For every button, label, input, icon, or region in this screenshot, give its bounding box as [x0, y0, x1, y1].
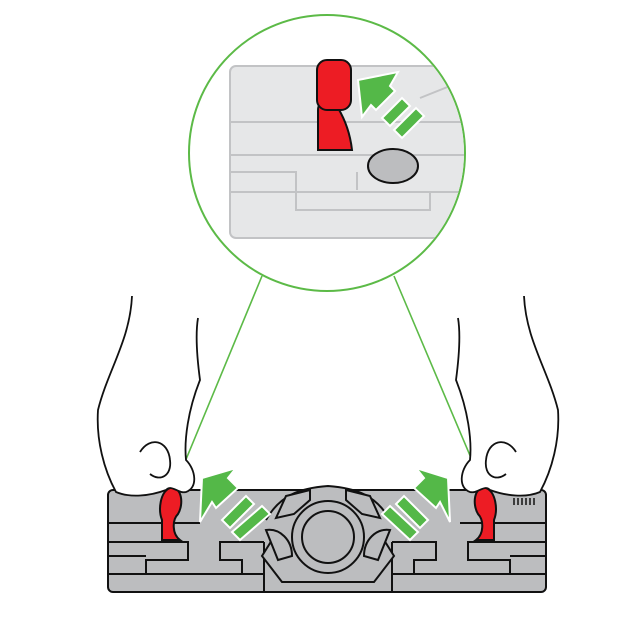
callout-lines — [169, 275, 489, 499]
bristle-vents — [513, 498, 535, 505]
right-hand — [455, 295, 560, 497]
right-push-arrows — [380, 466, 451, 542]
cleaner-head — [107, 484, 547, 593]
release-catch-red — [316, 59, 354, 151]
latch-button — [367, 148, 419, 184]
push-arrow-icon — [356, 70, 426, 140]
right-release-catch — [473, 486, 497, 541]
left-hand — [96, 295, 201, 497]
hands — [96, 295, 560, 497]
left-release-catch — [159, 486, 183, 541]
left-push-arrows — [199, 466, 272, 542]
zoom-detail-circle — [188, 14, 466, 292]
